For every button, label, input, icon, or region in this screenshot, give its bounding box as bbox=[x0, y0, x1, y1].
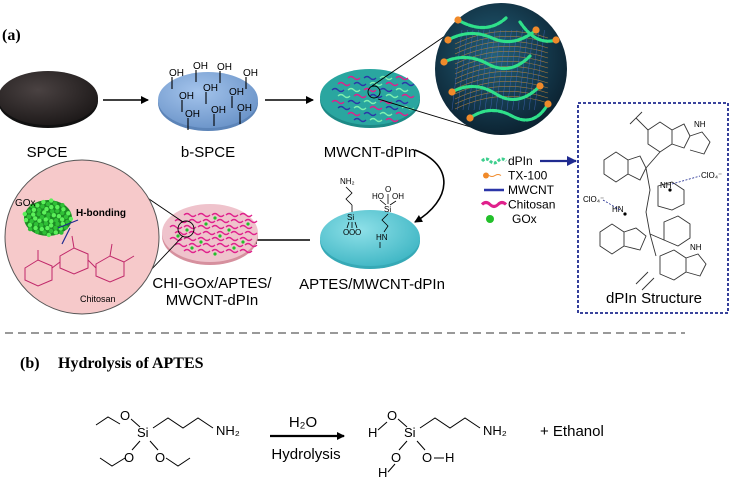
svg-text:Chitosan: Chitosan bbox=[508, 198, 555, 212]
svg-text:OH: OH bbox=[179, 91, 194, 102]
spce-label: SPCE bbox=[27, 144, 68, 161]
final-label-line1: CHI-GOx/APTES/ bbox=[152, 275, 272, 292]
final-label-line2: MWCNT-dPIn bbox=[166, 292, 259, 309]
svg-text:HO: HO bbox=[372, 192, 384, 201]
svg-text:Si: Si bbox=[347, 213, 354, 222]
oh-group: OH bbox=[217, 62, 232, 83]
oh-group: OH bbox=[243, 68, 258, 89]
oh-group: OH bbox=[185, 109, 200, 130]
aptes-electrode bbox=[320, 210, 420, 269]
svg-text:dPIn: dPIn bbox=[508, 154, 533, 168]
svg-text:O: O bbox=[385, 185, 391, 194]
dpin-structure-box: NH NH HN NH ClO₄⁻ ClO₄⁻ dPIn Structure bbox=[577, 102, 729, 314]
reaction-condition: Hydrolysis bbox=[271, 446, 340, 463]
oh-group: OH bbox=[211, 105, 226, 126]
product-silanol: H O Si NH₂ O O H H bbox=[368, 408, 507, 477]
svg-text:OH: OH bbox=[229, 87, 244, 98]
svg-text:OH: OH bbox=[185, 109, 200, 120]
inset-hbonding-label: H-bonding bbox=[76, 208, 126, 219]
mwcnt-zoom-sphere bbox=[435, 3, 567, 135]
aptes-molecules: NH₂ Si O O O HO O OH Si HN bbox=[340, 177, 404, 248]
oh-group: OH bbox=[193, 61, 208, 82]
structure-nh-mid: NH bbox=[660, 181, 672, 190]
svg-text:O: O bbox=[349, 228, 355, 237]
structure-clo4-left: ClO₄⁻ bbox=[583, 195, 604, 204]
legend-item: GOx bbox=[486, 212, 537, 226]
panel-b-title: Hydrolysis of APTES bbox=[58, 355, 204, 372]
chitosan-chain bbox=[24, 235, 135, 287]
svg-text:O: O bbox=[387, 408, 397, 423]
reaction-reagent: H₂O bbox=[289, 414, 317, 431]
mwcnt-dpin-electrode bbox=[320, 69, 420, 128]
structure-nh-bottom: NH bbox=[690, 243, 702, 252]
svg-text:OH: OH bbox=[217, 62, 232, 73]
svg-text:H: H bbox=[368, 425, 377, 440]
gox-chitosan-inset: GOx H-bonding Chitosan bbox=[4, 159, 160, 315]
legend-item: MWCNT bbox=[484, 183, 555, 197]
dpin-structure-drawing bbox=[599, 111, 711, 291]
spce-electrode bbox=[0, 71, 98, 128]
legend-item: Chitosan bbox=[480, 198, 555, 212]
svg-text:O: O bbox=[124, 450, 134, 465]
zoom-marker bbox=[367, 85, 381, 99]
svg-text:O: O bbox=[155, 450, 165, 465]
svg-text:O: O bbox=[120, 408, 130, 423]
svg-text:Si: Si bbox=[384, 205, 391, 214]
oh-group: OH bbox=[169, 68, 184, 89]
svg-text:OH: OH bbox=[203, 83, 218, 94]
reactant-aptes: O Si NH₂ O O bbox=[95, 408, 240, 467]
oh-group: OH bbox=[179, 91, 194, 112]
svg-text:OH: OH bbox=[193, 61, 208, 72]
svg-text:OH: OH bbox=[392, 192, 404, 201]
svg-text:GOx: GOx bbox=[512, 212, 537, 226]
svg-text:OH: OH bbox=[237, 103, 252, 114]
svg-text:TX-100: TX-100 bbox=[508, 169, 548, 183]
legend-item: TX-100 bbox=[483, 169, 548, 183]
svg-text:OH: OH bbox=[243, 68, 258, 79]
panel-a-label: (a) bbox=[2, 27, 21, 44]
svg-text:H: H bbox=[445, 450, 454, 465]
svg-text:Si: Si bbox=[137, 425, 149, 440]
oh-group: OH bbox=[237, 103, 252, 124]
zoom-line-top bbox=[371, 35, 446, 87]
svg-text:O: O bbox=[343, 228, 349, 237]
svg-text:NH₂: NH₂ bbox=[340, 177, 355, 186]
zoom-line-bottom bbox=[377, 98, 475, 129]
svg-text:Si: Si bbox=[404, 425, 416, 440]
b-spce-label: b-SPCE bbox=[181, 144, 235, 161]
mwcnt-dpin-label: MWCNT-dPIn bbox=[324, 144, 417, 161]
svg-text:NH₂: NH₂ bbox=[216, 423, 240, 438]
structure-nh-top: NH bbox=[694, 120, 706, 129]
aptes-label: APTES/MWCNT-dPIn bbox=[299, 276, 445, 293]
structure-title: dPIn Structure bbox=[606, 290, 702, 307]
dpin-fibers bbox=[440, 16, 560, 122]
structure-clo4-right: ClO₄⁻ bbox=[701, 171, 722, 180]
oh-group: OH bbox=[229, 87, 244, 108]
legend-item: dPIn bbox=[480, 154, 533, 168]
svg-text:OH: OH bbox=[211, 105, 226, 116]
byproduct-ethanol: + Ethanol bbox=[540, 423, 604, 440]
arrow-mwcnt-to-aptes bbox=[414, 149, 445, 223]
inset-chitosan-label: Chitosan bbox=[80, 294, 116, 304]
svg-text:O: O bbox=[422, 450, 432, 465]
svg-text:O: O bbox=[355, 228, 361, 237]
panel-b-label: (b) bbox=[20, 355, 40, 372]
nanotube-mesh bbox=[451, 29, 549, 111]
svg-text:O: O bbox=[391, 450, 401, 465]
svg-text:HN: HN bbox=[376, 233, 388, 242]
svg-text:MWCNT: MWCNT bbox=[508, 183, 555, 197]
structure-hn-mid: HN bbox=[612, 205, 624, 214]
svg-text:H: H bbox=[378, 465, 387, 477]
svg-text:NH₂: NH₂ bbox=[483, 423, 507, 438]
chi-gox-electrode bbox=[162, 204, 258, 265]
inset-gox-label: GOx bbox=[15, 198, 36, 209]
oh-group: OH bbox=[203, 83, 218, 104]
svg-text:OH: OH bbox=[169, 68, 184, 79]
